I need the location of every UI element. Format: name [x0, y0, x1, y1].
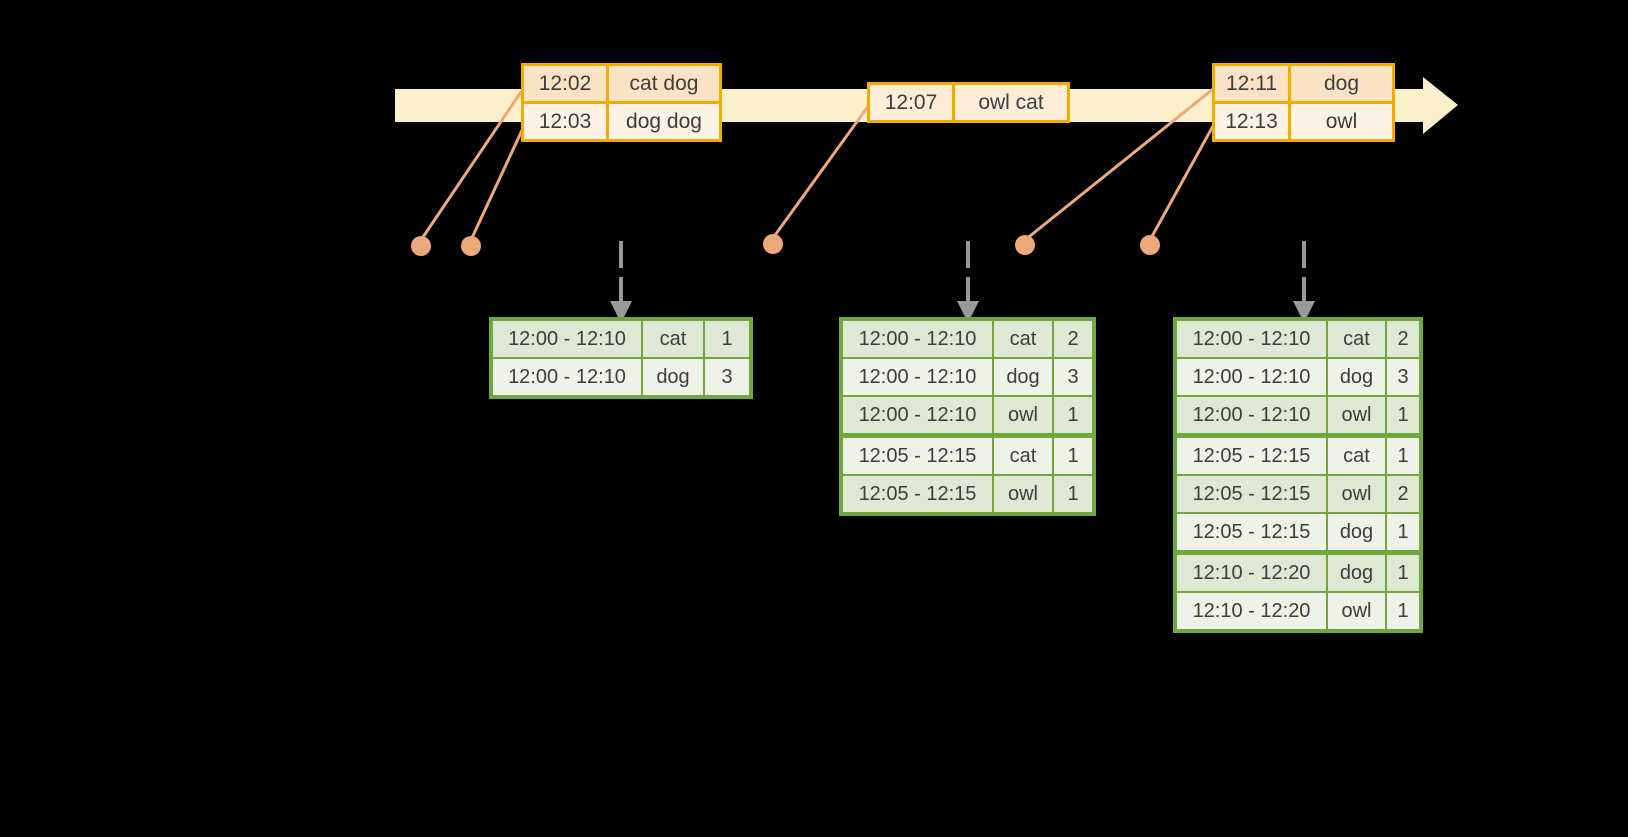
result-window-cell: 12:00 - 12:10: [493, 321, 641, 357]
event-dot: [1015, 235, 1035, 255]
result-word-cell: dog: [1326, 359, 1387, 395]
result-word-cell: dog: [641, 359, 705, 395]
result-count-cell: 2: [1054, 321, 1092, 357]
result-count-cell: 1: [1387, 438, 1419, 474]
event-time-cell: 12:03: [524, 104, 609, 139]
event-words-cell: owl: [1291, 104, 1392, 139]
result-count-cell: 1: [1387, 555, 1419, 591]
flow-arrow-head: [610, 301, 632, 323]
event-words-cell: dog: [1291, 66, 1392, 101]
result-window-cell: 12:00 - 12:10: [843, 359, 992, 395]
event-time-cell: 12:07: [870, 85, 955, 120]
result-window-cell: 12:10 - 12:20: [1177, 555, 1326, 591]
result-window-cell: 12:05 - 12:15: [1177, 476, 1326, 512]
flow-arrow-head: [957, 301, 979, 323]
event-dot: [411, 236, 431, 256]
result-word-cell: owl: [1326, 476, 1387, 512]
result-word-cell: cat: [992, 438, 1054, 474]
result-count-cell: 1: [1387, 397, 1419, 433]
result-count-cell: 3: [705, 359, 749, 395]
connector-line: [469, 125, 526, 241]
result-word-cell: dog: [1326, 555, 1387, 591]
result-window-cell: 12:05 - 12:15: [1177, 438, 1326, 474]
result-word-cell: cat: [1326, 438, 1387, 474]
event-dot: [461, 236, 481, 256]
result-count-cell: 3: [1387, 359, 1419, 395]
event-dot: [763, 234, 783, 254]
result-count-cell: 1: [1387, 593, 1419, 629]
result-window-cell: 12:05 - 12:15: [843, 476, 992, 512]
result-word-cell: cat: [641, 321, 705, 357]
result-window-cell: 12:00 - 12:10: [843, 397, 992, 433]
result-window-cell: 12:00 - 12:10: [493, 359, 641, 395]
timeline-arrowhead: [1423, 77, 1458, 134]
result-word-cell: cat: [1326, 321, 1387, 357]
connector-line: [419, 88, 525, 241]
result-window-cell: 12:05 - 12:15: [1177, 514, 1326, 550]
result-count-cell: 2: [1387, 476, 1419, 512]
event-dot: [1140, 235, 1160, 255]
result-count-cell: 1: [1054, 438, 1092, 474]
event-time-cell: 12:02: [524, 66, 609, 101]
event-words-cell: dog dog: [609, 104, 719, 139]
connector-line: [771, 104, 871, 239]
result-window-cell: 12:00 - 12:10: [1177, 359, 1326, 395]
event-time-cell: 12:11: [1215, 66, 1291, 101]
result-window-cell: 12:05 - 12:15: [843, 438, 992, 474]
event-time-cell: 12:13: [1215, 104, 1291, 139]
result-word-cell: cat: [992, 321, 1054, 357]
result-window-cell: 12:00 - 12:10: [843, 321, 992, 357]
result-window-cell: 12:10 - 12:20: [1177, 593, 1326, 629]
result-count-cell: 1: [705, 321, 749, 357]
result-word-cell: dog: [1326, 514, 1387, 550]
result-word-cell: owl: [1326, 397, 1387, 433]
result-count-cell: 1: [1054, 476, 1092, 512]
result-word-cell: owl: [992, 397, 1054, 433]
result-count-cell: 3: [1054, 359, 1092, 395]
result-word-cell: dog: [992, 359, 1054, 395]
result-window-cell: 12:00 - 12:10: [1177, 397, 1326, 433]
connector-line: [1024, 87, 1214, 242]
result-word-cell: owl: [992, 476, 1054, 512]
result-word-cell: owl: [1326, 593, 1387, 629]
result-count-cell: 2: [1387, 321, 1419, 357]
result-count-cell: 1: [1387, 514, 1419, 550]
result-count-cell: 1: [1054, 397, 1092, 433]
result-window-cell: 12:00 - 12:10: [1177, 321, 1326, 357]
flow-arrow-head: [1293, 301, 1315, 323]
connector-line: [1148, 125, 1215, 241]
event-words-cell: owl cat: [955, 85, 1067, 120]
event-words-cell: cat dog: [609, 66, 719, 101]
